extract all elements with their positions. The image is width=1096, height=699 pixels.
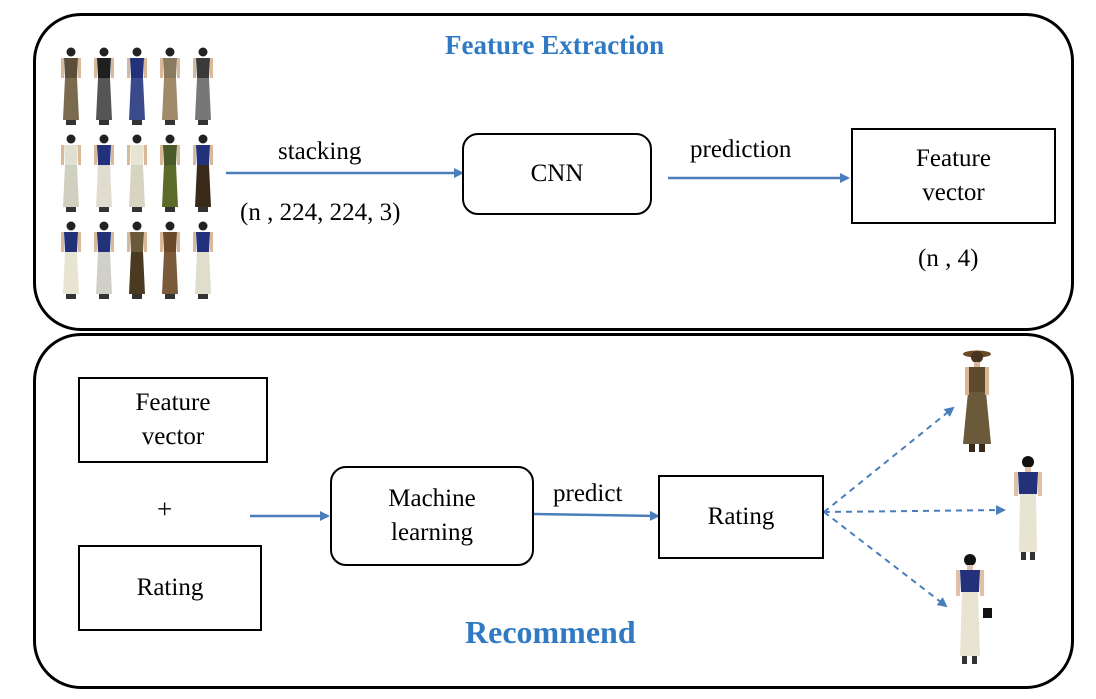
outfit-thumbnail — [193, 47, 213, 125]
prediction-label: prediction — [690, 136, 792, 163]
rating-output-box: Rating — [658, 475, 824, 559]
feature-extraction-title: Feature Extraction — [445, 30, 665, 60]
outfit-thumbnail — [160, 221, 180, 299]
predict-arrow — [533, 510, 660, 521]
recommended-outfit-navy-bag — [956, 554, 992, 664]
outfit-thumbnail — [94, 221, 114, 299]
recommend-arrow-middle — [823, 505, 1006, 516]
outfit-thumbnail — [61, 134, 81, 212]
rating-input-label: Rating — [136, 574, 204, 601]
outfit-thumbnail — [61, 47, 81, 125]
recommend-title: Recommend — [465, 614, 636, 650]
rating-input-box: Rating — [78, 545, 262, 631]
recommend-arrow-top — [823, 406, 955, 513]
outfit-thumbnail — [127, 47, 147, 125]
feature-vector-output-line1: Feature — [916, 145, 991, 172]
feature-vector-input-line2: vector — [141, 423, 205, 450]
feature-vector-input-line1: Feature — [135, 389, 211, 416]
recommended-outfit-brown — [963, 350, 991, 452]
recommend-arrow-bottom — [823, 511, 948, 608]
outfit-thumbnail — [127, 134, 147, 212]
machine-learning-line2: learning — [391, 519, 473, 546]
predict-label: predict — [553, 480, 623, 507]
plus-sign: + — [157, 494, 173, 524]
outfit-thumbnail — [193, 221, 213, 299]
outfit-thumbnail — [94, 47, 114, 125]
stacking-label: stacking — [278, 138, 362, 165]
recommend-panel — [33, 333, 1074, 689]
feature-vector-input-box: Feature vector — [78, 377, 268, 463]
outfit-thumbnail — [160, 47, 180, 125]
machine-learning-line1: Machine — [388, 485, 476, 512]
outfit-thumbnail — [127, 221, 147, 299]
cnn-label: CNN — [530, 160, 584, 187]
outfit-thumbnail — [94, 134, 114, 212]
recommended-outfit-navy-cream — [1014, 456, 1042, 560]
feature-extraction-panel — [33, 13, 1074, 331]
rating-output-label: Rating — [707, 503, 775, 530]
outfit-thumbnail — [193, 134, 213, 212]
input-shape-label: (n , 224, 224, 3) — [240, 199, 401, 226]
machine-learning-box: Machine learning — [330, 466, 534, 566]
outfit-thumbnail — [61, 221, 81, 299]
feature-vector-output-line2: vector — [922, 179, 985, 206]
outfit-images-grid — [61, 47, 213, 299]
output-shape-label: (n , 4) — [918, 245, 979, 272]
outfit-thumbnail — [160, 134, 180, 212]
cnn-box: CNN — [462, 133, 652, 215]
feature-vector-output-box: Feature vector — [851, 128, 1056, 224]
